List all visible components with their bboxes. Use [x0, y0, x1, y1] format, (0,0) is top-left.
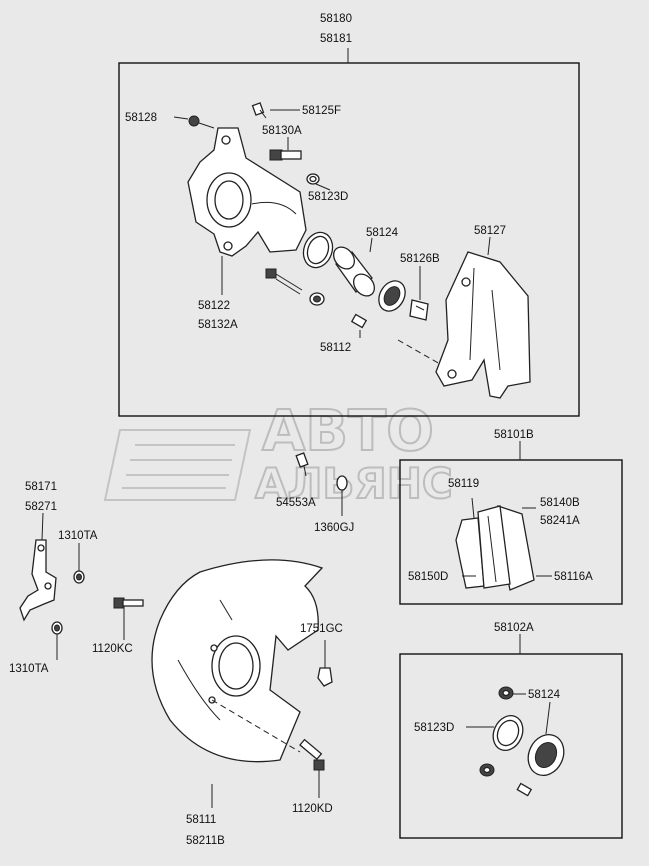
label-1310ta-top: 1310TA	[58, 530, 98, 542]
guide-pin-58112	[350, 313, 368, 329]
label-58127: 58127	[474, 225, 506, 237]
bleeder-screw	[251, 102, 267, 119]
washer-1360gj	[336, 475, 348, 491]
guide-bolt-upper	[269, 149, 302, 161]
label-58122: 58122	[198, 300, 230, 312]
label-58112: 58112	[320, 342, 351, 354]
leader-58171	[41, 512, 44, 541]
label-58150d: 58150D	[408, 571, 448, 583]
watermark: АВТО АЛЬЯНС	[103, 398, 454, 509]
bracket-58171	[19, 539, 57, 622]
label-58241a: 58241A	[540, 515, 580, 527]
pad-shim	[477, 505, 511, 589]
clip-58126b	[409, 299, 429, 321]
leader-58123d-top	[315, 183, 331, 191]
label-58181: 58181	[320, 33, 352, 45]
leader-58128	[173, 116, 189, 120]
label-58124: 58124	[366, 227, 399, 239]
label-58102a: 58102A	[494, 622, 534, 634]
kit-piston-boot	[527, 734, 565, 776]
shield-dash-line	[211, 699, 301, 753]
nut-1310ta-top	[73, 570, 85, 584]
bolt-54553a	[295, 452, 309, 477]
leader-58119	[471, 497, 475, 519]
kit-boot-upper	[498, 686, 514, 700]
label-58130a: 58130A	[262, 125, 302, 137]
label-58211b: 58211B	[186, 835, 225, 847]
watermark-line1: АВТО	[262, 399, 434, 464]
caliper-body	[187, 127, 307, 257]
piston-seal	[302, 231, 334, 269]
leader-kit-boot	[545, 701, 551, 735]
label-1751gc: 1751GC	[300, 623, 343, 635]
clip-1751gc	[317, 667, 333, 687]
dust-shield	[151, 559, 324, 763]
kit-guide-pin	[516, 782, 533, 797]
caliper-bracket	[435, 251, 531, 399]
label-58271: 58271	[25, 501, 57, 513]
piston-boot	[378, 280, 406, 312]
pad-kit-box	[399, 459, 623, 605]
nut-1310ta-bottom	[51, 621, 63, 635]
piston	[333, 246, 375, 297]
bolt-1120kc	[113, 597, 144, 609]
bracket-dash-line	[397, 339, 441, 365]
label-58128: 58128	[125, 112, 157, 124]
label-54553a: 54553A	[276, 497, 316, 509]
label-1310ta-bottom: 1310TA	[9, 663, 49, 675]
label-58119: 58119	[448, 478, 479, 490]
kit-boot-lower	[479, 763, 495, 777]
guide-bolt-lower	[265, 268, 303, 295]
label-58101b: 58101B	[494, 429, 534, 441]
kit-piston-seal	[492, 714, 524, 752]
label-58140b: 58140B	[540, 497, 580, 509]
bolt-1120kd	[299, 738, 325, 771]
label-1360gj: 1360GJ	[314, 522, 354, 534]
leader-58127	[487, 236, 491, 256]
label-1120kd: 1120KD	[292, 803, 333, 815]
label-58123d: 58123D	[308, 191, 348, 203]
seal-kit-box	[399, 653, 623, 839]
labels: 58180 58181 58128 58125F 58130A 58123D 5…	[9, 13, 593, 847]
leader-58124	[369, 237, 373, 253]
label-1120kc: 1120KC	[92, 643, 133, 655]
label-58126b: 58126B	[400, 253, 440, 265]
watermark-logo	[103, 429, 252, 501]
label-58125f: 58125F	[302, 105, 341, 117]
label-kit-58124: 58124	[528, 689, 561, 701]
watermark-line2: АЛЬЯНС	[255, 459, 453, 508]
caliper-assembly-box	[118, 62, 580, 417]
boot-lower	[309, 292, 325, 306]
label-58116a: 58116A	[554, 571, 593, 583]
label-58171: 58171	[25, 481, 57, 493]
label-58111: 58111	[186, 814, 216, 826]
label-58180: 58180	[320, 13, 352, 25]
bolt-58128	[188, 115, 215, 129]
boot-upper	[306, 173, 320, 185]
label-58132a: 58132A	[198, 319, 238, 331]
label-kit-58123d: 58123D	[414, 722, 454, 734]
